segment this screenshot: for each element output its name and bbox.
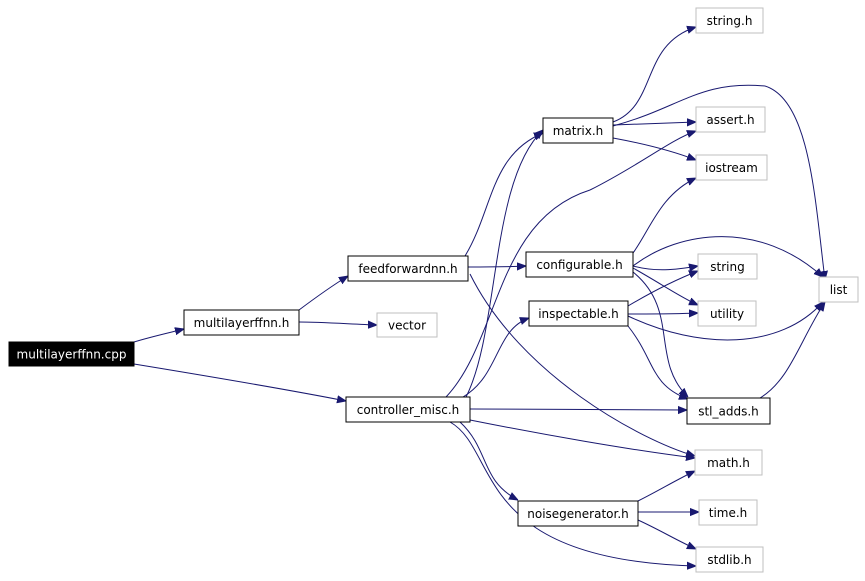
node-assert-h: assert.h (695, 106, 766, 133)
node-label: matrix.h (553, 124, 604, 138)
edge-configurable-h-to-list (632, 236, 823, 277)
edge-noisegenerator-h-to-stdlib-h (637, 519, 696, 549)
edge-controller-misc-h-to-stl-adds-h (469, 409, 687, 410)
node-box (697, 300, 757, 327)
edge-controller-misc-h-to-assert-h-segment-1 (445, 189, 591, 398)
edge-feedforwardnn-h-to-matrix-h (464, 133, 543, 257)
node-label: math.h (707, 456, 750, 470)
edge-configurable-h-to-utility (632, 267, 698, 305)
node-utility: utility (697, 300, 757, 327)
node-box (694, 449, 763, 476)
edge-matrix-h-to-list-segment-1 (612, 84, 766, 127)
node-box (525, 251, 634, 278)
edge-inspectable-h-to-string (627, 271, 698, 307)
edge-controller-misc-h-to-math-h (469, 419, 695, 458)
node-label: stdlib.h (707, 553, 751, 567)
node-label: assert.h (706, 113, 754, 127)
edge-stl-adds-h-to-list (759, 302, 825, 399)
node-matrix-h[interactable]: matrix.h (542, 117, 614, 144)
edge-multilayerffnn-cpp-to-controller-misc-h (133, 363, 346, 401)
node-label: inspectable.h (538, 307, 619, 321)
node-box (686, 397, 771, 425)
node-label: stl_adds.h (698, 405, 759, 419)
node-stdlib-h: stdlib.h (695, 546, 764, 573)
node-label: time.h (709, 506, 748, 520)
edge-configurable-h-to-iostream (632, 178, 696, 254)
edge-multilayerffnn-h-to-feedforwardnn-h (298, 276, 348, 311)
node-label: string (710, 260, 744, 274)
edge-controller-misc-h-to-inspectable-h (462, 318, 529, 398)
node-box (528, 300, 629, 327)
edge-configurable-h-to-string (632, 266, 698, 270)
node-box (8, 341, 135, 367)
node-multilayerffnn-cpp[interactable]: multilayerffnn.cpp (8, 341, 135, 367)
node-label: controller_misc.h (357, 403, 460, 417)
node-box (818, 276, 859, 303)
node-box (695, 546, 764, 573)
edge-matrix-h-to-string-h (612, 27, 696, 123)
edges (133, 27, 825, 566)
node-feedforwardnn-h[interactable]: feedforwardnn.h (347, 255, 469, 282)
nodes: multilayerffnn.cpp multilayerffnn.h feedfo… (8, 7, 859, 573)
node-box (695, 106, 766, 133)
node-stl-adds-h[interactable]: stl_adds.h (686, 397, 771, 425)
node-label: utility (710, 307, 744, 321)
node-label: iostream (705, 161, 758, 175)
node-controller-misc-h[interactable]: controller_misc.h (345, 396, 471, 423)
node-label: multilayerffnn.h (194, 316, 290, 330)
node-box (183, 309, 300, 336)
edge-matrix-h-to-assert-h (612, 122, 696, 125)
node-box (376, 312, 438, 338)
edge-multilayerffnn-h-to-vector (298, 322, 377, 325)
node-vector: vector (376, 312, 438, 338)
node-box (695, 154, 768, 181)
node-label: noisegenerator.h (527, 507, 629, 521)
node-label: configurable.h (536, 258, 622, 272)
node-iostream: iostream (695, 154, 768, 181)
node-string: string (697, 253, 758, 280)
edge-controller-misc-h-to-stdlib-h (449, 421, 696, 566)
edge-controller-misc-h-to-assert-h-segment-2 (589, 131, 696, 191)
node-box (698, 499, 758, 526)
node-box (695, 7, 764, 34)
node-time-h: time.h (698, 499, 758, 526)
edge-configurable-h-to-stl-adds-h (632, 271, 688, 397)
edge-controller-misc-h-to-matrix-h (465, 130, 543, 398)
node-box (347, 255, 469, 282)
node-list: list (818, 276, 859, 303)
node-label: feedforwardnn.h (358, 262, 457, 276)
node-box (542, 117, 614, 144)
node-box (697, 253, 758, 280)
edge-inspectable-h-to-utility (627, 313, 698, 314)
edge-controller-misc-h-to-noisegenerator-h (459, 421, 518, 500)
edge-multilayerffnn-cpp-to-multilayerffnn-h (133, 329, 184, 343)
node-label: multilayerffnn.cpp (17, 348, 127, 362)
node-box (345, 396, 471, 423)
node-math-h: math.h (694, 449, 763, 476)
node-label: list (830, 283, 848, 297)
edge-noisegenerator-h-to-math-h (637, 471, 695, 502)
edge-inspectable-h-to-list (627, 302, 823, 341)
edge-feedforwardnn-h-to-math-h (469, 273, 695, 456)
edge-matrix-h-to-iostream (612, 137, 696, 160)
edge-inspectable-h-to-stl-adds-h (627, 325, 688, 399)
node-configurable-h[interactable]: configurable.h (525, 251, 634, 278)
node-label: vector (388, 319, 426, 333)
node-multilayerffnn-h[interactable]: multilayerffnn.h (183, 309, 300, 336)
node-inspectable-h[interactable]: inspectable.h (528, 300, 629, 327)
node-box (517, 500, 639, 527)
node-label: string.h (707, 14, 753, 28)
edge-feedforwardnn-h-to-configurable-h (467, 266, 526, 267)
edge-matrix-h-to-list-segment-2 (764, 85, 825, 280)
node-string-h: string.h (695, 7, 764, 34)
node-noisegenerator-h[interactable]: noisegenerator.h (517, 500, 639, 527)
